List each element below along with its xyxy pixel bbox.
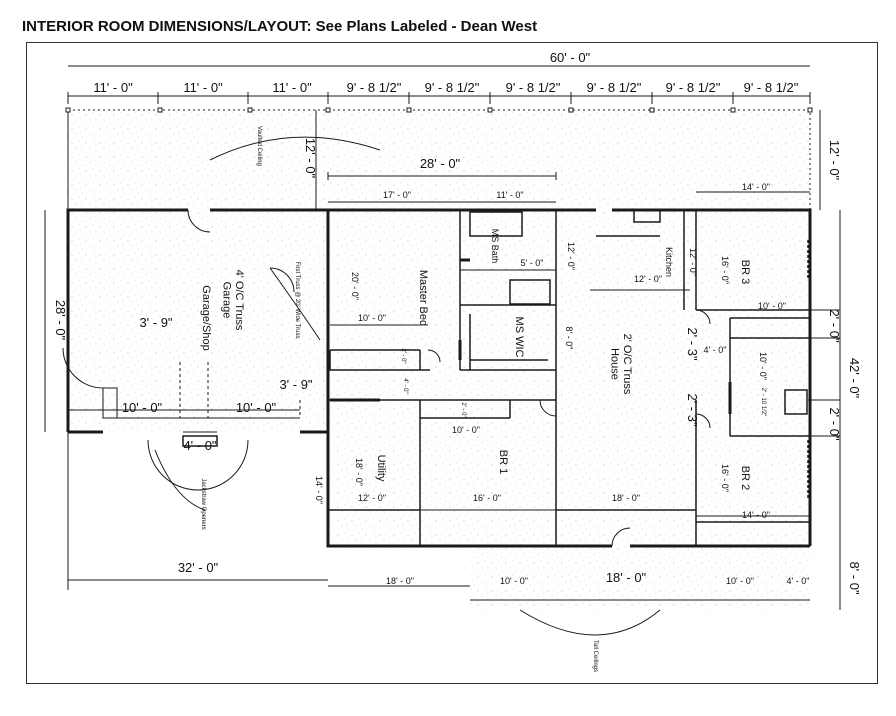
dim-top-house-4: 9' - 8 1/2" <box>587 80 642 95</box>
dim-br3-depth: 16' - 0" <box>720 256 730 284</box>
room-utility: Utility <box>375 455 387 482</box>
room-master-bed: Master Bed <box>417 270 429 326</box>
dim-garage-offset-2: 3' - 9" <box>279 377 312 392</box>
dim-mb-width: 17' - 0" <box>383 190 411 200</box>
dim-bath-width: 11' - 0" <box>496 190 523 200</box>
notes: Vaulted Ceiling First Truss @ 20' Wide T… <box>200 126 598 672</box>
dim-garage-door-2: 10' - 0" <box>236 400 277 415</box>
dim-bath-small: 2' - 10 1/2" <box>760 388 766 417</box>
dim-right-gap-2: 2' - 0" <box>827 407 842 440</box>
dim-rear-porch-width: 18' - 0" <box>606 570 647 585</box>
dim-bottom-18: 18' - 0" <box>386 576 414 586</box>
room-br2: BR 2 <box>739 466 751 490</box>
dim-top-garage-3: 11' - 0" <box>272 80 312 95</box>
dim-porch-right: 12' - 0" <box>827 140 842 181</box>
drawing-frame <box>26 42 878 684</box>
door-swings <box>62 209 711 547</box>
room-kitchen: Kitchen <box>664 247 674 277</box>
dim-top-garage-1: 11' - 0" <box>93 80 133 95</box>
dim-house-depth: 42' - 0" <box>847 358 862 399</box>
dim-porch-left: 12' - 0" <box>303 138 318 179</box>
porch-posts <box>65 107 813 113</box>
dim-top-garage-2: 11' - 0" <box>183 80 223 95</box>
note-tall-ceilings: Tall Ceilings <box>592 640 598 672</box>
dim-hall-width: 4' - 0" <box>704 345 727 355</box>
note-first-truss: First Truss @ 20' Wide Truss <box>294 262 300 339</box>
dim-top-house-2: 9' - 8 1/2" <box>425 80 480 95</box>
room-garage-truss: 4' O/C TrussGarage <box>220 270 245 331</box>
callout-arrows <box>154 136 661 636</box>
dim-garage-depth: 28' - 0" <box>53 300 68 341</box>
dim-overall-width: 60' - 0" <box>550 50 591 65</box>
room-garage-shop: Garage/Shop <box>200 285 212 350</box>
dim-br2-width: 14' - 0" <box>742 510 770 520</box>
note-jackstraw-openers: Jackstraw Openers <box>200 478 206 529</box>
dim-mb-small-2: 4' - 0" <box>402 378 408 393</box>
dim-br1-small: 2' - 0" <box>460 402 466 417</box>
dim-br2-depth: 16' - 0" <box>720 464 730 492</box>
dim-shower: 5' - 0" <box>521 258 544 268</box>
dim-top-house-3: 9' - 8 1/2" <box>506 80 561 95</box>
dim-rear-porch-4: 4' - 0" <box>787 576 810 586</box>
room-br3: BR 3 <box>739 260 751 284</box>
dim-mb-small-1: 2' - 0" <box>400 348 406 363</box>
dim-top-house-1: 9' - 8 1/2" <box>347 80 402 95</box>
dim-hall-1: 2' - 3" <box>685 327 700 360</box>
room-labels: Garage/Shop 4' O/C TrussGarage Master Be… <box>200 229 751 490</box>
dim-rear-porch-depth: 8' - 0" <box>847 561 862 594</box>
dimension-lines <box>44 65 841 610</box>
dim-utility-depth: 18' - 0" <box>354 458 364 486</box>
dim-wing-width: 28' - 0" <box>420 156 461 171</box>
dim-garage-door-1: 10' - 0" <box>122 400 163 415</box>
dim-right-gap-1: 2' - 0" <box>827 309 842 342</box>
interior-walls <box>328 209 810 546</box>
dim-hall-2: 2' - 3" <box>685 393 700 426</box>
dim-house-18: 18' - 0" <box>612 493 640 503</box>
dim-top-house-5: 9' - 8 1/2" <box>666 80 721 95</box>
room-house-truss: 2' O/C TrussHouse <box>608 334 633 395</box>
dim-br1-closet: 10' - 0" <box>452 425 480 435</box>
dim-rear-porch-10a: 10' - 0" <box>500 576 528 586</box>
dim-utility-width: 12' - 0" <box>358 493 386 503</box>
note-vaulted-ceiling: Vaulted Ceiling <box>256 126 262 166</box>
room-ms-bath: MS Bath <box>490 229 500 264</box>
dim-wic-depth: 8' - 0" <box>564 327 574 350</box>
dim-br3-closet: 10' - 0" <box>758 301 786 311</box>
dim-living-width: 14' - 0" <box>742 182 770 192</box>
dim-bath-depth: 12' - 0" <box>566 242 576 270</box>
dimension-labels: 60' - 0" 11' - 0" 11' - 0" 11' - 0" 9' -… <box>53 50 862 595</box>
dim-mb-depth: 20' - 0" <box>350 272 360 300</box>
floor-fill <box>68 110 810 610</box>
dim-garage-offset-1: 3' - 9" <box>139 315 172 330</box>
dim-garage-man-door: 4' - 0" <box>183 438 216 453</box>
house-walls <box>326 208 812 548</box>
dim-top-house-6: 9' - 8 1/2" <box>744 80 799 95</box>
room-ms-wic: MS WIC <box>513 317 525 358</box>
dim-kitchen-depth: 12' - 0" <box>688 248 698 276</box>
page-title: INTERIOR ROOM DIMENSIONS/LAYOUT: See Pla… <box>22 18 538 35</box>
dim-hall-bath: 10' - 0" <box>758 352 768 380</box>
dim-mb-closet: 10' - 0" <box>358 313 386 323</box>
dim-left-14: 14' - 0" <box>314 476 324 504</box>
dim-garage-width: 32' - 0" <box>178 560 219 575</box>
dim-rear-porch-10b: 10' - 0" <box>726 576 754 586</box>
garage-walls <box>66 208 328 447</box>
dim-br1-width: 16' - 0" <box>473 493 501 503</box>
room-br1: BR 1 <box>497 450 509 474</box>
dim-kitchen-width: 12' - 0" <box>634 274 662 284</box>
